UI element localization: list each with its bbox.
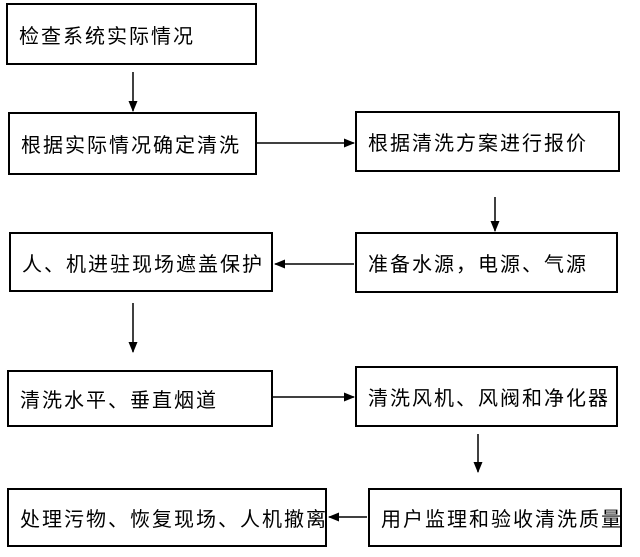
flow-box-step8-label: 用户监理和验收清洗质量 (381, 509, 623, 531)
flow-box-step1-label: 检查系统实际情况 (19, 25, 195, 48)
flow-box-step2-label: 根据实际情况确定清洗 (21, 135, 241, 157)
flow-box-step4: 准备水源，电源、气源 (355, 232, 618, 293)
flow-box-step6: 清洗水平、垂直烟道 (7, 370, 273, 427)
flow-box-step8: 用户监理和验收清洗质量 (368, 488, 622, 547)
flow-box-step2: 根据实际情况确定清洗 (8, 112, 257, 175)
flow-box-step9-label: 处理污物、恢复现场、人机撤离 (20, 509, 328, 531)
flow-box-step6-label: 清洗水平、垂直烟道 (20, 390, 218, 412)
flow-box-step7: 清洗风机、风阀和净化器 (355, 366, 618, 427)
flow-box-step7-label: 清洗风机、风阀和净化器 (368, 388, 610, 410)
flow-box-step4-label: 准备水源，电源、气源 (368, 254, 588, 276)
flow-box-step5-label: 人、机进驻现场遮盖保护 (22, 253, 264, 276)
flow-box-step9: 处理污物、恢复现场、人机撤离 (7, 488, 327, 547)
flow-box-step3-label: 根据清洗方案进行报价 (368, 133, 588, 155)
flow-box-step5: 人、机进驻现场遮盖保护 (9, 232, 273, 292)
flow-box-step1: 检查系统实际情况 (6, 3, 257, 65)
flow-box-step3: 根据清洗方案进行报价 (355, 111, 620, 172)
